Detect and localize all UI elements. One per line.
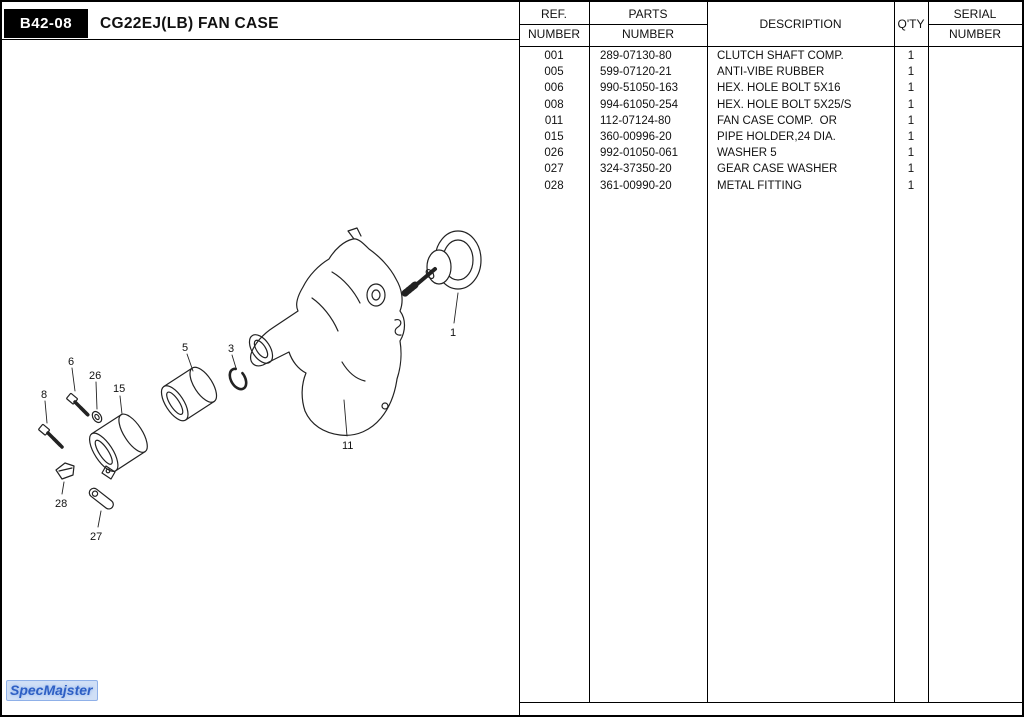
table-row: 008 994-61050-254 HEX. HOLE BOLT 5X25/S 1 [519,97,1022,113]
header-parts-number: NUMBER [621,27,674,41]
description-cell: METAL FITTING [717,179,802,192]
description-cell: FAN CASE COMP. OR [717,114,837,127]
serial-cell [928,178,1022,194]
callout-27: 27 [90,531,102,543]
serial-cell [928,80,1022,96]
ref-cell: 008 [544,98,564,111]
watermark: SpecMajster [6,680,99,701]
part-number-cell: 360-00996-20 [600,130,672,143]
table-bottom-rule [519,702,1022,703]
callout-28: 28 [55,498,67,510]
part-number-cell: 599-07120-21 [600,66,672,79]
page-code-badge: B42-08 [4,9,88,38]
bolt-8-drawing [38,423,64,449]
column-divider [707,2,708,702]
header-ref-number: NUMBER [527,27,580,41]
qty-cell: 1 [907,66,915,79]
header-serial-number: NUMBER [948,27,1001,41]
header-divider [519,24,707,25]
description-cell: HEX. HOLE BOLT 5X16 [717,82,841,95]
callout-6: 6 [68,356,74,368]
part-number-cell: 361-00990-20 [600,179,672,192]
part-number-cell: 994-61050-254 [600,98,679,111]
column-divider [894,2,895,702]
exploded-parts-diagram: 1 3 5 6 8 11 15 26 27 28 [38,227,482,543]
table-row: 028 361-00990-20 METAL FITTING 1 [519,178,1022,194]
qty-cell: 1 [907,82,915,95]
description-cell: PIPE HOLDER,24 DIA. [717,130,836,143]
callout-15: 15 [113,383,125,395]
ref-cell: 028 [544,179,564,192]
page-title: CG22EJ(LB) FAN CASE [100,15,279,32]
callout-8: 8 [41,389,47,401]
panel-divider [519,2,520,715]
description-cell: GEAR CASE WASHER [717,163,838,176]
table-row: 005 599-07120-21 ANTI-VIBE RUBBER 1 [519,64,1022,80]
header-ref: REF. [540,7,567,21]
description-cell: HEX. HOLE BOLT 5X25/S [717,98,852,111]
ref-cell: 011 [544,114,564,127]
table-row: 011 112-07124-80 FAN CASE COMP. OR 1 [519,113,1022,129]
description-cell: ANTI-VIBE RUBBER [717,66,825,79]
gear-case-washer-drawing [88,487,114,510]
callout-26: 26 [89,370,101,382]
serial-cell [928,64,1022,80]
part-number-cell: 112-07124-80 [600,114,671,127]
header-serial: SERIAL [953,7,997,21]
qty-cell: 1 [907,114,915,127]
serial-cell [928,48,1022,64]
serial-cell [928,113,1022,129]
callout-1: 1 [450,327,456,339]
table-row: 015 360-00996-20 PIPE HOLDER,24 DIA. 1 [519,129,1022,145]
ref-cell: 027 [544,163,564,176]
part-number-cell: 324-37350-20 [600,163,672,176]
qty-cell: 1 [907,50,915,62]
table-row: 006 990-51050-163 HEX. HOLE BOLT 5X16 1 [519,80,1022,96]
part-number-cell: 289-07130-80 [600,50,672,62]
qty-cell: 1 [907,163,915,176]
table-row: 027 324-37350-20 GEAR CASE WASHER 1 [519,161,1022,177]
sleeve-clamp-drawing [160,366,218,422]
snap-ring-drawing [228,367,248,391]
ref-cell: 006 [544,82,564,95]
serial-cell [928,161,1022,177]
part-number-cell: 992-01050-061 [600,147,679,160]
table-row: 001 289-07130-80 CLUTCH SHAFT COMP. 1 [519,48,1022,64]
washer-26-drawing [91,410,103,424]
table-rows: 001 289-07130-80 CLUTCH SHAFT COMP. 1 005 599… [519,48,1022,194]
column-divider [589,2,590,702]
callout-11: 11 [342,440,353,452]
callout-3: 3 [228,343,234,355]
serial-cell [928,129,1022,145]
header-divider [928,24,1022,25]
header-bottom-rule [519,46,1022,47]
qty-cell: 1 [907,147,915,160]
ref-cell: 015 [544,130,564,143]
table-row: 026 992-01050-061 WASHER 5 1 [519,145,1022,161]
header-qty: Q'TY [897,17,925,31]
qty-cell: 1 [907,130,915,143]
pipe-holder-drawing [88,413,148,480]
ref-cell: 026 [544,147,564,160]
qty-cell: 1 [907,179,915,192]
qty-cell: 1 [907,98,915,111]
header-description: DESCRIPTION [759,17,842,31]
callout-5: 5 [182,342,188,354]
header-parts: PARTS [628,7,668,21]
column-divider [928,2,929,702]
description-cell: WASHER 5 [717,147,777,160]
fan-case-drawing [248,227,406,436]
callout-labels: 1 3 5 6 8 11 15 26 27 28 [41,327,456,543]
part-number-cell: 990-51050-163 [600,82,679,95]
leader-lines [44,292,459,528]
ref-cell: 001 [544,50,564,62]
description-cell: CLUTCH SHAFT COMP. [717,50,844,62]
clutch-drum-drawing [400,230,482,298]
ref-cell: 005 [544,66,564,79]
bolt-6-drawing [66,392,90,417]
serial-cell [928,97,1022,113]
title-underline [2,39,519,40]
serial-cell [928,145,1022,161]
metal-fitting-drawing [55,462,75,480]
